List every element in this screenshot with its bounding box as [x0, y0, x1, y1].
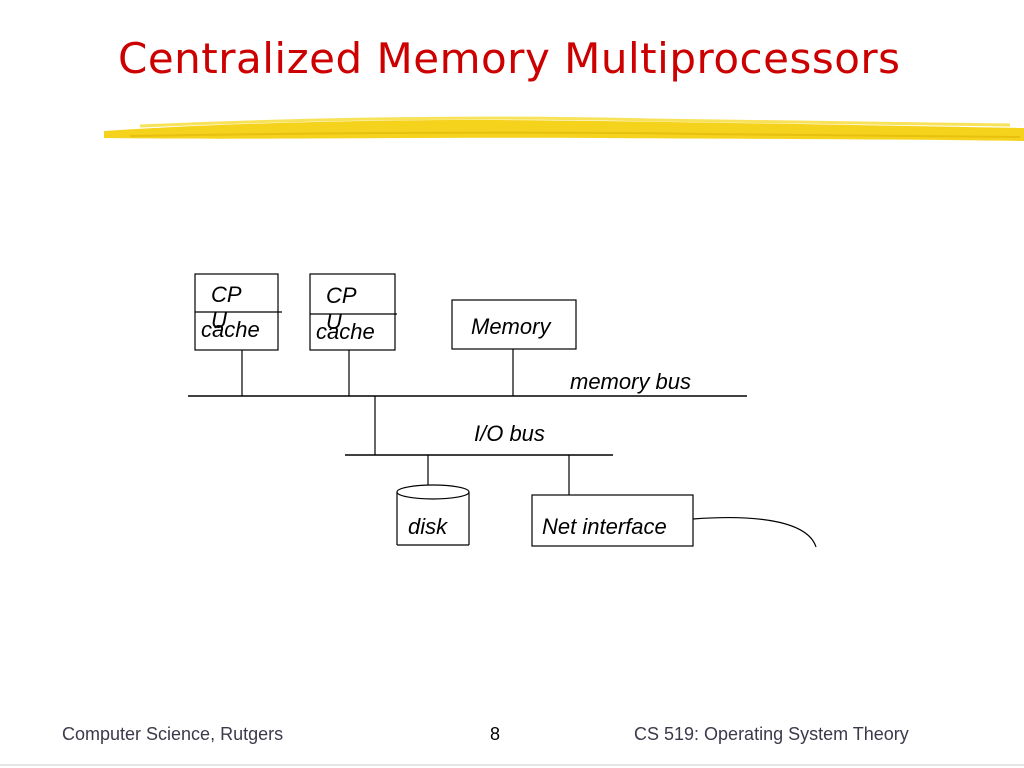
net-interface-label: Net interface	[542, 514, 667, 539]
memory-label: Memory	[471, 314, 552, 339]
cpu-2-label-line1: CP	[326, 283, 357, 308]
title-highlight-stroke	[104, 116, 1024, 141]
cpu-1-cache-label: cache	[201, 317, 260, 342]
slide-title: Centralized Memory Multiprocessors	[118, 34, 901, 83]
io-bus-label: I/O bus	[474, 421, 545, 446]
cpu-2-cache-label: cache	[316, 319, 375, 344]
memory: Memory	[451, 299, 577, 350]
net-interface: Net interface	[531, 494, 817, 548]
cpu-1-label-line1: CP	[211, 282, 242, 307]
disk-top	[396, 484, 470, 500]
cpu-2-label-line2: U	[326, 309, 342, 334]
net-interface-box	[531, 494, 694, 547]
cpu-2-box	[309, 273, 396, 351]
cpu-1-label-line2: U	[211, 308, 227, 333]
memory-box	[451, 299, 577, 350]
disk: disk	[396, 484, 470, 546]
footer-right: CS 519: Operating System Theory	[634, 724, 909, 744]
footer-left: Computer Science, Rutgers	[62, 724, 284, 744]
page-number: 8	[490, 724, 501, 744]
bottom-rule	[0, 764, 1024, 766]
disk-label: disk	[408, 514, 448, 539]
cpu-2: CP U cache	[309, 273, 397, 351]
memory-bus-label: memory bus	[570, 369, 691, 394]
network-cable	[692, 517, 817, 548]
cpu-1: CP U cache	[194, 273, 282, 351]
